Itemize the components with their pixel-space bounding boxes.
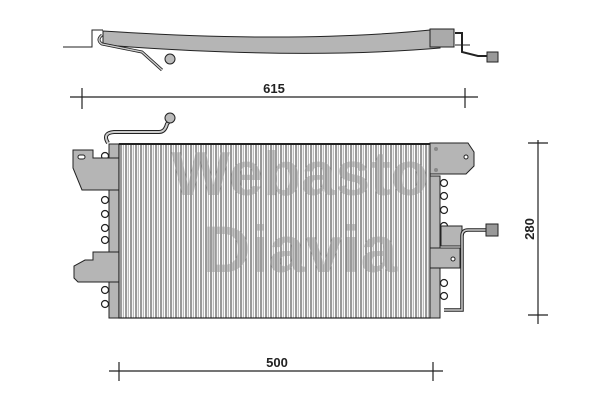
dimension-label-280: 280	[522, 218, 537, 240]
watermark-line1: Webasto	[171, 140, 428, 209]
dimension-top-width: 615	[70, 81, 478, 109]
front-view	[72, 112, 499, 319]
watermark-line2: Diavia	[203, 212, 399, 286]
dimension-label-615: 615	[263, 81, 285, 96]
dimension-height: 280	[522, 140, 548, 324]
top-view	[63, 28, 499, 72]
dimension-label-500: 500	[266, 355, 288, 370]
watermark: Webasto Diavia	[171, 140, 428, 286]
dimension-core-width: 500	[109, 355, 443, 381]
